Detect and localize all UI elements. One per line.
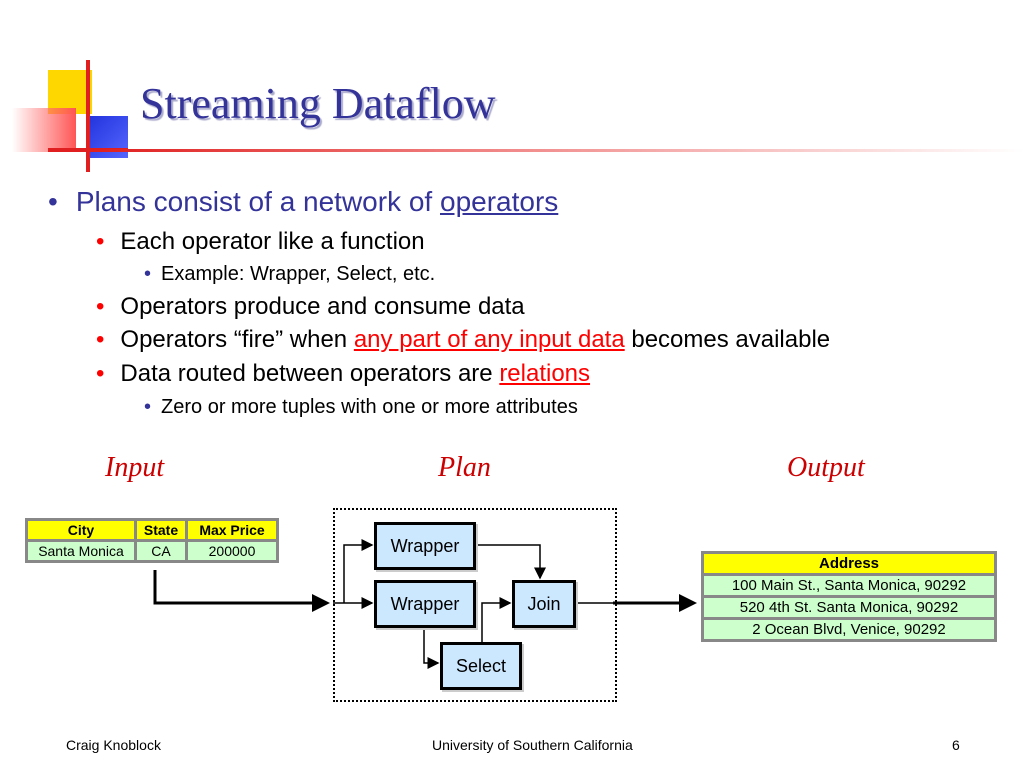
bullet-dot-icon: • — [96, 360, 105, 387]
input-cell-state: CA — [137, 542, 185, 560]
output-table-row: 520 4th St. Santa Monica, 90292 — [704, 598, 994, 617]
bullet-fire-text-after: becomes available — [624, 326, 831, 353]
bullet-data-routed: • Data routed between operators are relat… — [96, 360, 590, 388]
bullet-dot-icon: • — [96, 293, 105, 320]
footer-author: Craig Knoblock — [66, 737, 161, 753]
bullet-fire-text-before: Operators “fire” when — [120, 326, 354, 353]
title-decoration-red-block — [12, 108, 76, 152]
input-header-max-price: Max Price — [188, 521, 276, 539]
wrapper-operator-top: Wrapper — [374, 522, 476, 570]
input-cell-city: Santa Monica — [28, 542, 134, 560]
input-table-header-row: City State Max Price — [28, 521, 276, 539]
input-header-city: City — [28, 521, 134, 539]
input-label: Input — [105, 452, 165, 483]
wrapper-operator-bottom: Wrapper — [374, 580, 476, 628]
plan-container — [333, 508, 617, 702]
select-operator: Select — [440, 642, 522, 690]
bullet-each-operator-text: Each operator like a function — [120, 228, 425, 255]
slide-title: Streaming Dataflow — [140, 79, 496, 128]
output-table-row: 100 Main St., Santa Monica, 90292 — [704, 576, 994, 595]
output-cell-address: 100 Main St., Santa Monica, 90292 — [704, 576, 994, 595]
input-header-state: State — [137, 521, 185, 539]
split-to-wrapper-top — [343, 539, 374, 603]
bullet-fire: • Operators “fire” when any part of any i… — [96, 326, 830, 354]
bullet-produce-consume-text: Operators produce and consume data — [120, 293, 525, 320]
bullet-plans-text: Plans consist of a network of — [75, 186, 440, 217]
input-cell-max-price: 200000 — [188, 542, 276, 560]
any-input-data-link[interactable]: any part of any input data — [353, 326, 625, 353]
footer-institution: University of Southern California — [432, 737, 633, 753]
title-decoration-yellow-square — [48, 70, 92, 114]
bullet-tuples: • Zero or more tuples with one or more at… — [144, 396, 578, 419]
plan-label: Plan — [438, 452, 491, 483]
bullet-example-text: Example: Wrapper, Select, etc. — [161, 263, 436, 285]
output-cell-address: 520 4th St. Santa Monica, 90292 — [704, 598, 994, 617]
bullet-dot-icon: • — [144, 396, 152, 418]
output-table-row: 2 Ocean Blvd, Venice, 90292 — [704, 620, 994, 639]
output-cell-address: 2 Ocean Blvd, Venice, 90292 — [704, 620, 994, 639]
operators-link[interactable]: operators — [440, 186, 559, 217]
relations-link[interactable]: relations — [499, 360, 591, 387]
wrapper-top-to-join — [472, 544, 546, 580]
output-table-header-row: Address — [704, 554, 994, 573]
bullet-dot-icon: • — [96, 326, 105, 353]
footer-page-number: 6 — [952, 737, 960, 753]
output-table: Address 100 Main St., Santa Monica, 9029… — [701, 551, 997, 642]
bullet-tuples-text: Zero or more tuples with one or more att… — [161, 396, 578, 418]
title-decoration-vertical-line — [86, 60, 90, 172]
bullet-data-routed-text: Data routed between operators are — [120, 360, 500, 387]
bullet-example: • Example: Wrapper, Select, etc. — [144, 263, 435, 286]
bullet-produce-consume: • Operators produce and consume data — [96, 293, 525, 321]
input-table: City State Max Price Santa Monica CA 200… — [25, 518, 279, 563]
bullet-dot-icon: • — [96, 228, 105, 255]
bullet-dot-icon: • — [48, 186, 58, 217]
input-to-plan-arrow — [153, 570, 330, 612]
input-table-row: Santa Monica CA 200000 — [28, 542, 276, 560]
wrapper-bottom-to-select — [423, 627, 440, 669]
title-underline-rule — [100, 149, 1024, 152]
join-operator: Join — [512, 580, 576, 628]
bullet-each-operator: • Each operator like a function — [96, 228, 425, 256]
output-header-address: Address — [704, 554, 994, 573]
output-label: Output — [787, 452, 865, 483]
bullet-plans: • Plans consist of a network of operators — [48, 186, 558, 218]
select-to-join — [481, 597, 512, 642]
bullet-dot-icon: • — [144, 263, 152, 285]
title-decoration-horizontal-line — [48, 148, 128, 152]
